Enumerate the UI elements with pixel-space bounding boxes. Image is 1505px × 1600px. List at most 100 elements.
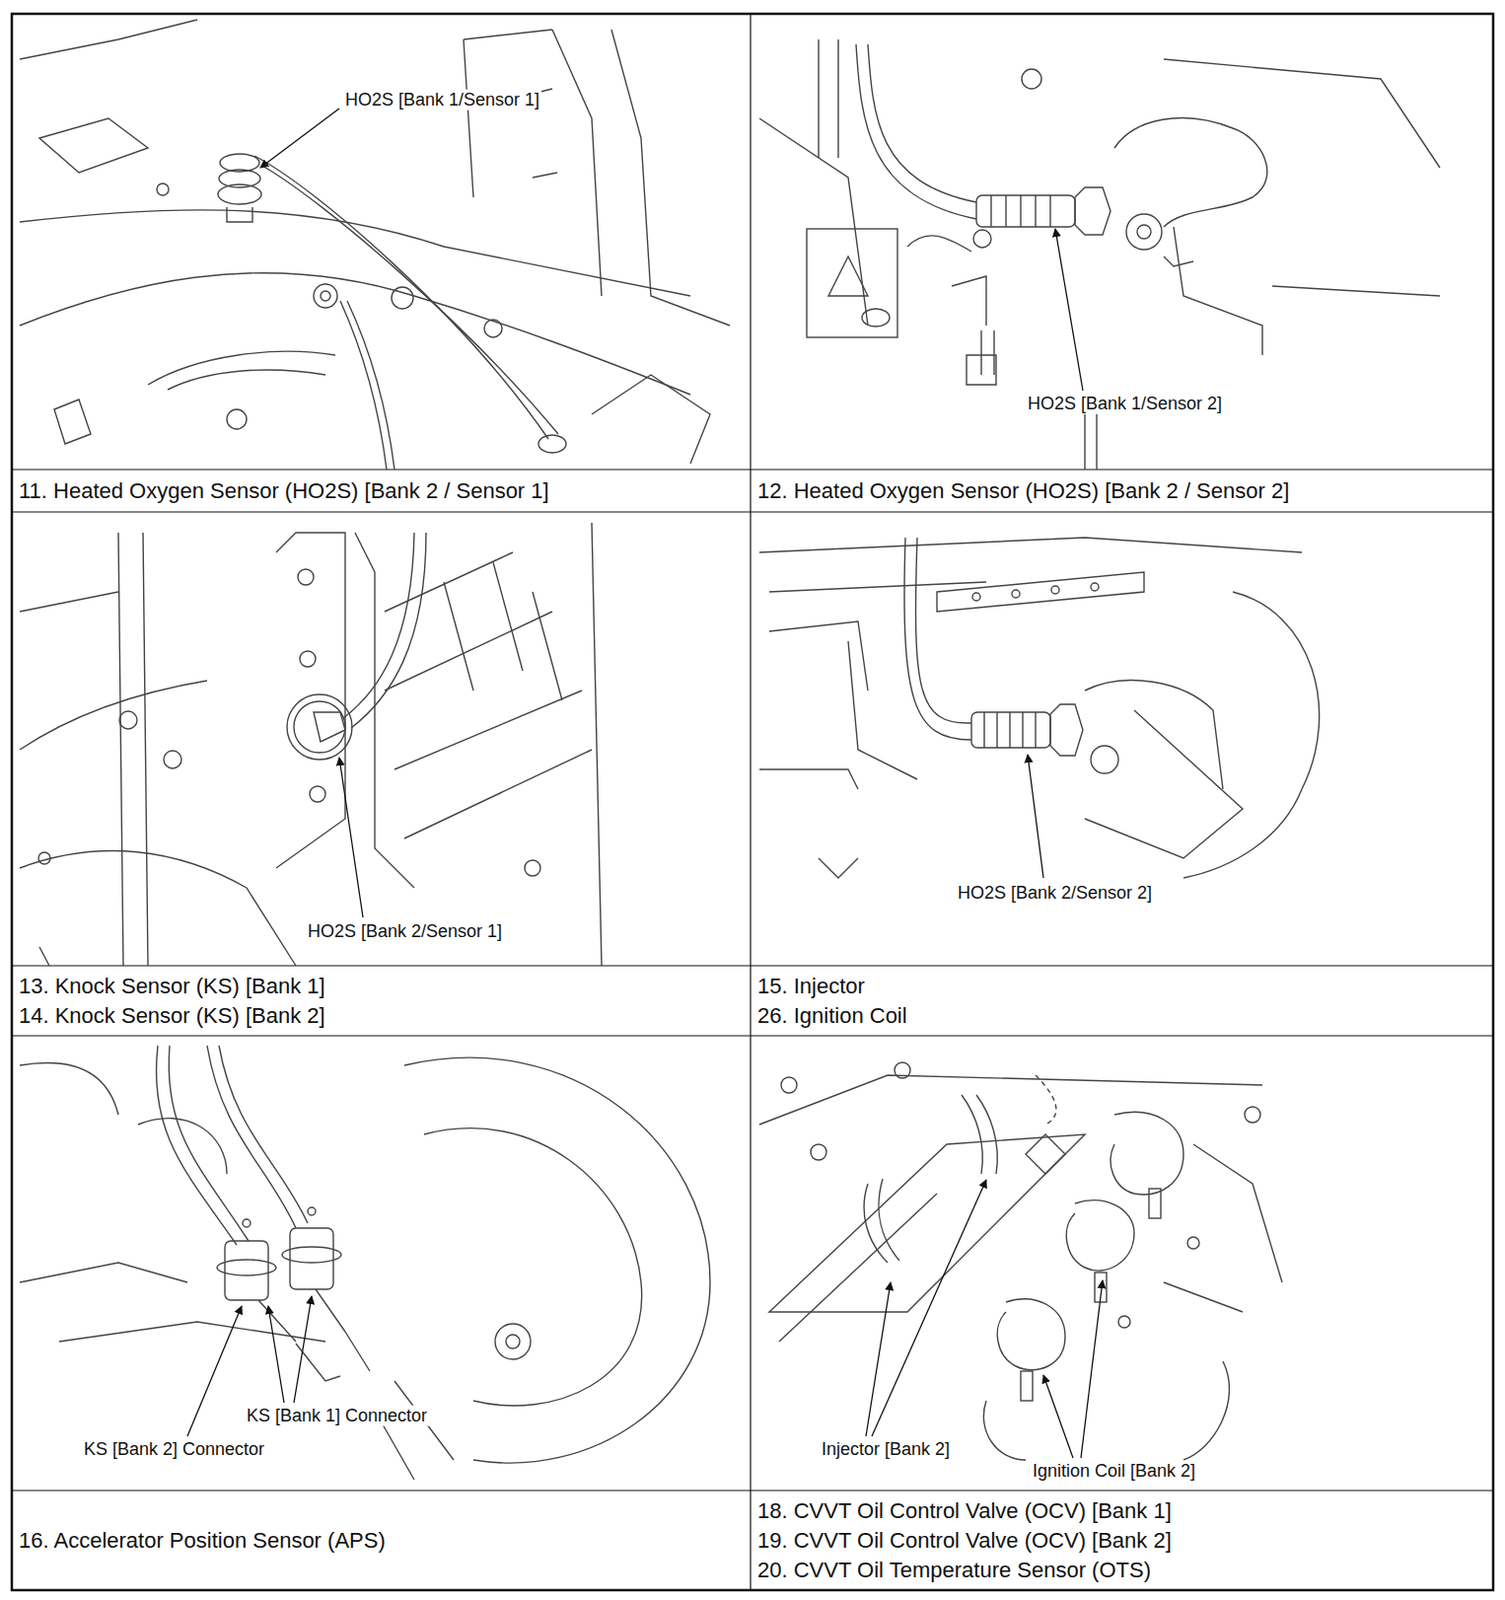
line-art [856,44,977,219]
line-art [19,273,691,395]
line-art [867,44,977,203]
line-art [818,858,859,878]
caption-text: 20. CVVT Oil Temperature Sensor (OTS) [757,1557,1151,1582]
line-art [118,532,148,966]
line-art [19,1262,188,1283]
line-art [984,712,1036,748]
engine-illustration [19,1045,711,1480]
line-art [1183,1361,1229,1460]
leader-line [1043,1374,1074,1458]
line-art [463,29,553,40]
caption-text: 26. Ignition Coil [757,1003,908,1028]
line-art [759,1075,1263,1125]
line-art [538,434,567,453]
line-art [286,694,353,760]
leader-line [339,757,363,918]
caption-text: 14. Knock Sensor (KS) [Bank 2] [18,1003,326,1028]
line-art [1173,226,1263,356]
line-art [320,290,331,301]
callout-label: Ignition Coil [Bank 2] [1030,1460,1198,1482]
line-art [966,355,997,385]
line-art [818,39,839,158]
caption-text: 12. Heated Oxygen Sensor (HO2S) [Bank 2 … [757,478,1290,503]
line-art [878,1178,900,1261]
table-grid [11,13,1494,1590]
line-art [1118,1315,1131,1328]
line-art [443,562,563,701]
line-art [299,650,316,667]
line-art [313,284,338,308]
line-art [258,1289,346,1342]
line-art [163,750,182,769]
leader-line [260,108,340,168]
line-art [1090,582,1099,591]
line-art [863,1183,888,1263]
line-art [39,118,148,173]
line-art [11,964,1494,966]
line-art [289,1227,334,1290]
line-art [1066,1200,1135,1271]
line-art [11,1034,1494,1036]
line-art [424,1128,643,1406]
line-art [972,592,981,601]
line-art [1114,118,1268,227]
line-art [951,276,987,326]
line-art [355,532,415,888]
line-art [168,1045,249,1241]
line-art [861,308,890,327]
line-art [1084,710,1243,859]
line-art [374,1380,454,1480]
line-art [347,300,395,470]
callout-label: HO2S [Bank 1/Sensor 1] [343,89,542,111]
line-art [19,851,296,966]
callout-label: KS [Bank 1] Connector [244,1405,430,1427]
line-art [1183,591,1320,878]
line-art [155,1045,237,1245]
line-art [313,712,346,742]
line-art [810,1144,827,1160]
line-art [226,207,253,222]
line-art [1020,1370,1033,1401]
line-art [224,1240,269,1300]
line-art [19,210,691,296]
engine-illustration [19,19,730,470]
line-art [1137,224,1151,239]
line-art [1051,585,1060,594]
line-art [1050,704,1083,756]
line-art [282,1246,342,1263]
line-art [981,330,995,375]
caption-text: 18. CVVT Oil Control Valve (OCV) [Bank 1… [757,1498,1172,1523]
line-art [997,1298,1066,1370]
callout-label: HO2S [Bank 1/Sensor 2] [1025,393,1224,415]
line-art [463,39,474,198]
line-art [759,769,859,789]
line-art [495,1323,531,1360]
engine-illustration [759,1062,1283,1460]
line-art [218,1045,308,1223]
line-art [973,229,992,248]
line-art [505,1334,520,1349]
line-art [216,1259,277,1276]
line-art [552,29,602,296]
caption-text: 11. Heated Oxygen Sensor (HO2S) [Bank 2 … [18,478,550,503]
line-art [276,532,346,868]
caption-text: 15. Injector [757,973,865,999]
line-art [242,1218,251,1227]
line-art [991,195,1051,227]
leader-line [1027,754,1044,878]
engine-illustration [759,39,1440,470]
line-art [759,537,1302,553]
line-art [591,374,711,464]
line-art [1163,256,1194,267]
line-art [1163,59,1440,168]
line-art [1110,1111,1184,1195]
engine-illustration [759,537,1320,878]
leader-line [1055,228,1083,391]
line-art [19,1062,119,1115]
line-art [262,165,559,434]
line-art [19,591,119,612]
line-art [19,680,208,750]
line-art [1084,414,1097,470]
leader-line [187,1305,242,1436]
line-art [297,569,314,585]
